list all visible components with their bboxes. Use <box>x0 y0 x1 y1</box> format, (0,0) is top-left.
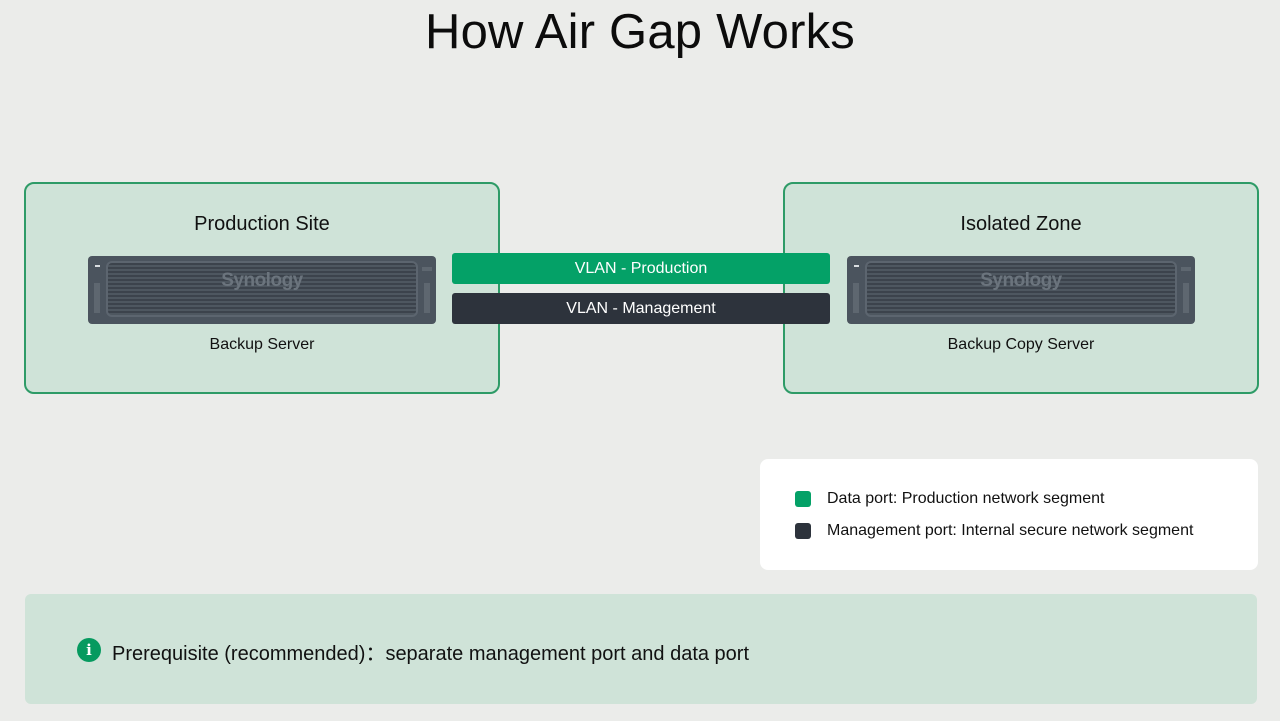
zone-title: Production Site <box>194 213 330 235</box>
legend-swatch-dark <box>795 523 811 539</box>
server-label: Backup Copy Server <box>947 336 1095 353</box>
vlan-production-bar: VLAN - Production <box>452 253 830 284</box>
backup-server-image: Synology <box>88 256 436 324</box>
legend-swatch-green <box>795 491 811 507</box>
note-text: Prerequisite (recommended)：separate mana… <box>112 643 750 665</box>
legend-label: Data port: Production network segment <box>827 490 1105 507</box>
legend-item-management-port: Management port: Internal secure network… <box>795 522 1193 540</box>
isolated-zone: Isolated Zone Synology Backup Copy Serve… <box>783 182 1259 394</box>
server-tab <box>422 267 432 271</box>
server-handle-left <box>853 283 859 313</box>
backup-copy-server-image: Synology <box>847 256 1195 324</box>
server-grille <box>865 261 1177 317</box>
server-label: Backup Server <box>209 336 315 353</box>
status-led <box>854 265 859 267</box>
status-led <box>95 265 100 267</box>
server-handle-right <box>1183 283 1189 313</box>
vlan-management-bar: VLAN - Management <box>452 293 830 324</box>
legend: Data port: Production network segment Ma… <box>760 459 1258 570</box>
server-handle-right <box>424 283 430 313</box>
legend-label: Management port: Internal secure network… <box>827 522 1194 539</box>
server-brand-logo: Synology <box>221 270 303 291</box>
server-brand-logo: Synology <box>980 270 1062 291</box>
legend-item-data-port: Data port: Production network segment <box>795 490 1104 508</box>
server-grille <box>106 261 418 317</box>
zone-title: Isolated Zone <box>960 213 1082 235</box>
info-icon: i <box>77 638 101 662</box>
server-tab <box>1181 267 1191 271</box>
production-site-zone: Production Site Synology Backup Server <box>24 182 500 394</box>
page-title: How Air Gap Works <box>425 5 855 59</box>
prerequisite-note: i Prerequisite (recommended)：separate ma… <box>25 594 1257 704</box>
server-handle-left <box>94 283 100 313</box>
